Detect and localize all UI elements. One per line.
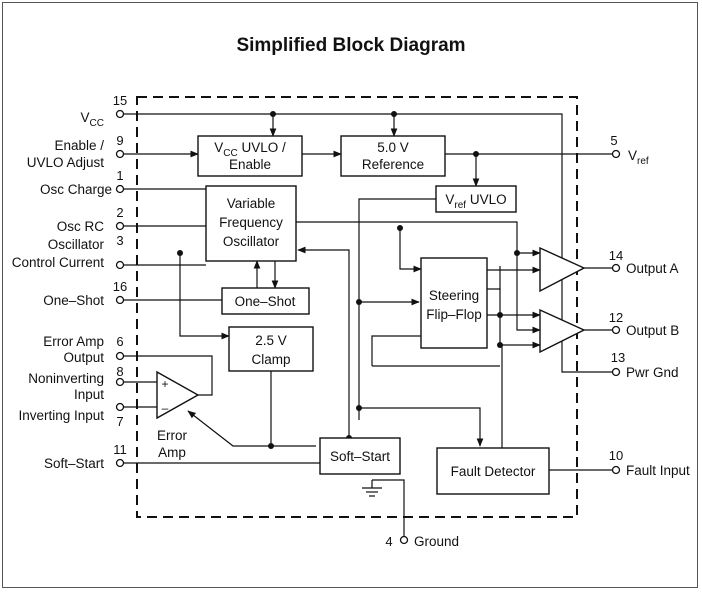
wires xyxy=(124,113,612,536)
vref-uvlo-label: Vref UVLO xyxy=(445,192,506,211)
inv-pin-num: 7 xyxy=(116,414,123,429)
pin-ea-out xyxy=(115,351,125,361)
vfo-line3: Oscillator xyxy=(223,234,280,249)
fault-detector-block xyxy=(436,447,550,495)
pin-output-a xyxy=(611,263,621,273)
one-shot-block xyxy=(221,287,310,315)
reference-line1: 5.0 V xyxy=(377,140,409,155)
pin-pwr-gnd xyxy=(611,367,621,377)
vfo-block xyxy=(205,185,297,262)
osc-cc-pin-num: 3 xyxy=(116,233,123,248)
vref-label: Vref xyxy=(628,148,649,167)
output-b-label: Output B xyxy=(626,323,679,338)
pin-terminals xyxy=(115,109,621,545)
pin-osc-cc xyxy=(115,260,125,270)
pin-enable xyxy=(115,149,125,159)
pin-one-shot xyxy=(115,295,125,305)
vfo-line1: Variable xyxy=(227,196,276,211)
noninv-pin-num: 8 xyxy=(116,364,123,379)
output-a-label: Output A xyxy=(626,261,679,276)
diagram-title: Simplified Block Diagram xyxy=(236,35,466,56)
fault-input-label: Fault Input xyxy=(626,463,690,478)
steering-line1: Steering xyxy=(429,288,479,303)
osc-charge-pin-num: 1 xyxy=(116,168,123,183)
one-shot-pin-num: 16 xyxy=(113,279,127,294)
fault-input-pin-num: 10 xyxy=(609,448,623,463)
pin-soft-start xyxy=(115,458,125,468)
pin-ground xyxy=(399,535,409,545)
uvlo-enable-block xyxy=(197,135,303,177)
soft-start-block-label: Soft–Start xyxy=(330,449,390,464)
pin-fault-input xyxy=(611,465,621,475)
vcc-label: VCC xyxy=(81,110,104,129)
osc-rc-label: Osc RC xyxy=(57,219,105,234)
chip-boundary xyxy=(136,96,578,518)
uvlo-enable-line1: VCC UVLO / xyxy=(214,140,286,159)
soft-start-block xyxy=(319,437,401,475)
osc-rc-pin-num: 2 xyxy=(116,205,123,220)
one-shot-block-label: One–Shot xyxy=(235,294,296,309)
vfo-line2: Frequency xyxy=(219,215,283,230)
ground-label: Ground xyxy=(414,534,459,549)
ea-out-label-line2: Output xyxy=(63,350,104,365)
enable-label-line1: Enable / xyxy=(54,138,104,153)
osc-cc-label-line1: Oscillator xyxy=(48,237,105,252)
pin-vcc xyxy=(115,109,125,119)
enable-pin-num: 9 xyxy=(116,133,123,148)
output-b-pin-num: 12 xyxy=(609,310,623,325)
pwr-gnd-pin-num: 13 xyxy=(611,350,625,365)
pin-osc-rc xyxy=(115,221,125,231)
inv-label: Inverting Input xyxy=(18,408,104,423)
enable-label-line2: UVLO Adjust xyxy=(27,155,105,170)
osc-cc-label-line2: Control Current xyxy=(12,255,105,270)
error-amp-symbol xyxy=(156,370,200,420)
ground-pin-num: 4 xyxy=(385,534,392,549)
error-amp-minus: – xyxy=(162,401,169,415)
vcc-pin-num: 15 xyxy=(113,93,127,108)
clamp-line2: Clamp xyxy=(251,352,290,367)
error-amp-line1: Error xyxy=(157,428,188,443)
output-a-gate xyxy=(539,246,586,293)
error-amp-plus: + xyxy=(161,377,168,391)
pwr-gnd-label: Pwr Gnd xyxy=(626,365,679,380)
pin-vref xyxy=(611,149,621,159)
reference-line2: Reference xyxy=(362,157,424,172)
pin-noninv xyxy=(115,377,125,387)
vref-uvlo-block xyxy=(435,185,517,213)
noninv-label-line2: Input xyxy=(74,387,104,402)
error-amp-line2: Amp xyxy=(158,445,186,460)
output-a-pin-num: 14 xyxy=(609,248,623,263)
soft-start-pin-label: Soft–Start xyxy=(44,456,104,471)
fault-detector-label: Fault Detector xyxy=(451,464,536,479)
uvlo-enable-line2: Enable xyxy=(229,157,271,172)
ea-out-label-line1: Error Amp xyxy=(43,334,104,349)
noninv-label-line1: Noninverting xyxy=(28,371,104,386)
vref-pin-num: 5 xyxy=(610,133,617,148)
clamp-block xyxy=(228,326,314,372)
steering-flip-flop-block xyxy=(420,257,488,349)
pin-output-b xyxy=(611,325,621,335)
ea-out-pin-num: 6 xyxy=(116,334,123,349)
output-b-gate xyxy=(539,308,586,354)
one-shot-pin-label: One–Shot xyxy=(43,293,104,308)
reference-block xyxy=(340,135,446,177)
ground-icon xyxy=(362,487,382,497)
pin-inv xyxy=(115,402,125,412)
osc-charge-label: Osc Charge xyxy=(40,182,112,197)
soft-start-pin-num: 11 xyxy=(113,442,127,457)
pin-osc-charge xyxy=(115,184,125,194)
steering-line2: Flip–Flop xyxy=(426,307,482,322)
clamp-line1: 2.5 V xyxy=(255,333,287,348)
